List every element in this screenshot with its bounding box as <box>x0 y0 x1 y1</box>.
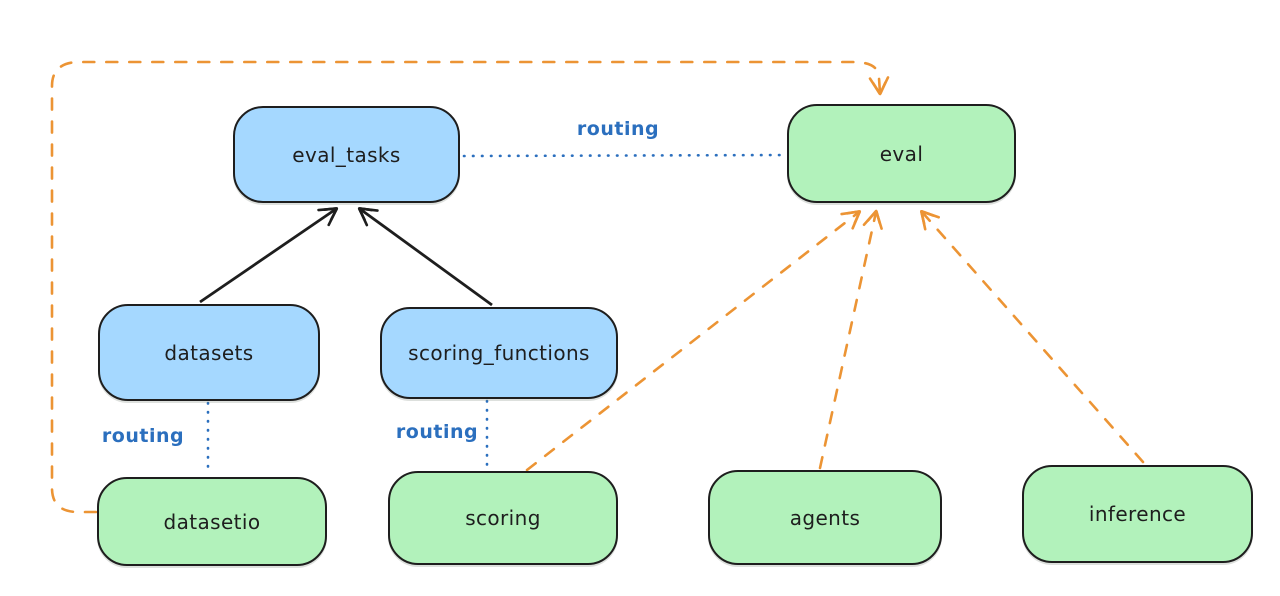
edge-datasets-to-eval_tasks <box>199 207 339 304</box>
node-label-agents: agents <box>789 505 861 530</box>
node-datasetio: datasetio <box>97 477 327 566</box>
edge-eval_tasks-to-eval <box>462 153 788 158</box>
node-label-inference: inference <box>1088 502 1187 526</box>
node-label-eval: eval <box>879 141 924 166</box>
node-label-datasetio: datasetio <box>163 509 261 534</box>
edge-label-routing: routing <box>395 421 479 443</box>
edge-agents-to-eval <box>818 209 883 470</box>
edge-scoring-to-eval <box>525 210 862 472</box>
node-agents: agents <box>708 470 942 565</box>
edge-label-routing: routing <box>576 118 660 140</box>
edge-label-routing: routing <box>101 425 185 447</box>
edge-scoring_functions-to-eval_tasks <box>357 207 493 307</box>
edge-inference-to-eval <box>920 209 1145 464</box>
node-label-scoring: scoring <box>465 506 541 530</box>
node-scoring: scoring <box>388 471 618 565</box>
node-datasets: datasets <box>98 304 320 401</box>
node-label-scoring_functions: scoring_functions <box>408 341 590 365</box>
node-label-datasets: datasets <box>164 340 254 365</box>
edge-datasetio-to-eval <box>50 60 890 514</box>
node-inference: inference <box>1022 465 1253 563</box>
node-eval_tasks: eval_tasks <box>233 106 460 203</box>
node-eval: eval <box>787 104 1016 203</box>
node-label-eval_tasks: eval_tasks <box>292 142 401 167</box>
node-scoring_functions: scoring_functions <box>380 307 618 399</box>
